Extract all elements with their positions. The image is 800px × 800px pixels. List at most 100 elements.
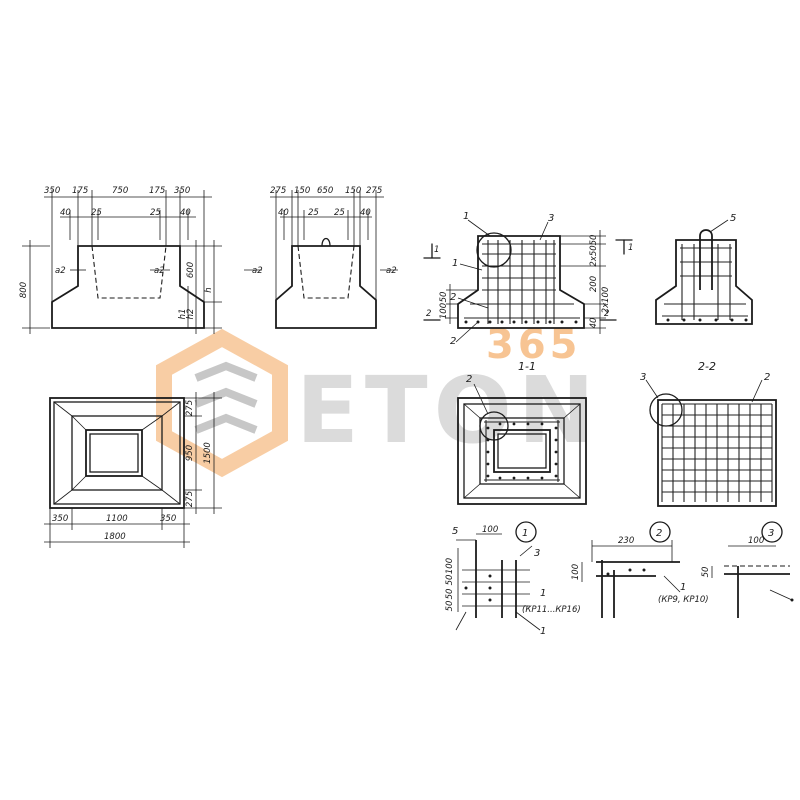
- side-dim-150-right: 150: [345, 186, 361, 196]
- watermark-logo-icon: [156, 328, 288, 478]
- detail-2-callout-1: 1: [680, 582, 686, 593]
- detail-3-marker: [761, 521, 783, 543]
- detail-marker-2-circle: [479, 411, 509, 441]
- front-dim-750: 750: [112, 186, 128, 196]
- side-a2-left: a2: [252, 266, 263, 276]
- rebar-callout-2-mid: 2: [450, 292, 456, 303]
- lifting-loop-icon: [321, 237, 331, 247]
- rebar-callout-3: 3: [548, 213, 554, 224]
- plan-view: 275 950 275 1500 350 1100 350 1800: [44, 392, 222, 548]
- detail-2-marker: [649, 521, 671, 543]
- detail-1-note: (КР11...КР16): [522, 605, 581, 615]
- plan-dim-950: 950: [185, 445, 195, 461]
- front-dim-h: h: [204, 287, 214, 292]
- rebar-callout-5: 5: [730, 213, 736, 224]
- front-dim-350-left: 350: [44, 186, 60, 196]
- watermark: ETON 365: [156, 322, 601, 478]
- watermark-brand: ETON: [296, 357, 601, 464]
- detail-3: 3 100 50: [701, 521, 794, 618]
- plan-rebar-2-2: 3 2: [640, 372, 777, 507]
- cut-mark-2-right: 2: [604, 309, 609, 319]
- detail-3-dim-50: 50: [701, 567, 711, 578]
- plan-rebar-callout-2: 2: [466, 374, 472, 385]
- detail-1-dim-50-c: 50: [445, 601, 455, 612]
- detail-1-callout-5: 5: [452, 526, 458, 537]
- side-dim-40-left: 40: [278, 208, 289, 218]
- plan-rebar-callout-3: 3: [640, 372, 646, 383]
- plan-dim-1500: 1500: [203, 442, 213, 464]
- detail-1-dim-100-v: 100: [445, 558, 455, 574]
- detail-1-dim-100: 100: [482, 525, 498, 535]
- detail-3-number: 3: [768, 528, 774, 539]
- front-view: 350 175 750 175 350 40 25 25 40 800 600 …: [19, 186, 222, 334]
- detail-1-number: 1: [522, 528, 528, 539]
- detail-marker-1-circle: [476, 232, 512, 268]
- front-dim-800: 800: [19, 282, 29, 298]
- detail-2: 2 230 100 1 (КР9, КР10): [571, 521, 709, 618]
- plan-dim-350-left: 350: [52, 514, 68, 524]
- detail-1-dim-50-a: 50: [445, 575, 455, 586]
- detail-2-dim-100: 100: [571, 564, 581, 580]
- rebar-dim-2x50: 2x50: [589, 245, 599, 266]
- side-view: 275 150 650 150 275 40 25 25 40 a2 a2: [244, 186, 398, 329]
- side-dim-150-left: 150: [294, 186, 310, 196]
- rebar-dim-50: 50: [589, 235, 599, 246]
- rebar-callout-1-top: 1: [463, 211, 469, 222]
- detail-1: 1 100 100 50 50 50 5 3 1 1 (КР11...КР16): [445, 521, 581, 637]
- rebar-dim-40: 40: [589, 318, 599, 329]
- plan-dim-1100: 1100: [106, 514, 128, 524]
- detail-1-callout-1a: 1: [540, 588, 546, 599]
- front-a2-right: a2: [154, 266, 165, 276]
- rebar-dim-left-50: 50: [439, 292, 449, 303]
- side-dim-275-left: 275: [270, 186, 286, 196]
- side-a2-right: a2: [386, 266, 397, 276]
- rebar-dim-2x100: 2x100: [601, 287, 611, 314]
- plan-dim-350-right: 350: [160, 514, 176, 524]
- rebar-callout-2-bottom: 2: [450, 336, 456, 347]
- cut-mark-2-left: 2: [426, 309, 431, 319]
- detail-2-note: (КР9, КР10): [658, 595, 709, 605]
- detail-3-dim-100: 100: [748, 536, 764, 546]
- rebar-dim-200: 200: [589, 276, 599, 292]
- front-a2-left: a2: [55, 266, 66, 276]
- front-dim-25-right: 25: [150, 208, 161, 218]
- rebar-dim-left-100: 100: [439, 303, 449, 319]
- rebar-callout-1-mid: 1: [452, 258, 458, 269]
- detail-2-dim-230: 230: [618, 536, 634, 546]
- front-dim-h1: h1: [178, 309, 188, 320]
- plan-rebar-callout-2-right: 2: [764, 372, 770, 383]
- front-dim-40-left: 40: [60, 208, 71, 218]
- cut-mark-1-left: 1: [434, 245, 439, 255]
- detail-2-number: 2: [656, 528, 662, 539]
- front-dim-40-right: 40: [180, 208, 191, 218]
- detail-1-marker: [515, 521, 537, 543]
- detail-1-dim-50-b: 50: [445, 589, 455, 600]
- side-dim-650: 650: [317, 186, 333, 196]
- front-dim-350-right: 350: [174, 186, 190, 196]
- lifting-loop-rebar-icon: [699, 229, 713, 290]
- plan-dim-275-bottom: 275: [185, 491, 195, 507]
- front-dim-175-right: 175: [149, 186, 165, 196]
- front-dim-h2: h2: [186, 309, 196, 320]
- cut-mark-1-right: 1: [628, 243, 633, 253]
- side-dim-275-right: 275: [366, 186, 382, 196]
- detail-1-callout-1b: 1: [540, 626, 546, 637]
- rebar-mesh: [661, 403, 773, 502]
- rebar-side-view: 5: [655, 213, 753, 325]
- plan-dim-275-top: 275: [185, 400, 195, 416]
- side-dim-40-right: 40: [360, 208, 371, 218]
- front-dim-25-left: 25: [91, 208, 102, 218]
- front-dim-600: 600: [186, 262, 196, 278]
- side-dim-25-right: 25: [334, 208, 345, 218]
- watermark-number: 365: [486, 322, 582, 368]
- detail-1-callout-3: 3: [534, 548, 540, 559]
- plan-rebar-1-1: 2: [457, 374, 587, 505]
- section-title-1-1: 1-1: [518, 360, 536, 373]
- detail-marker-3-circle: [649, 393, 683, 427]
- front-dim-175-left: 175: [72, 186, 88, 196]
- side-dim-25-left: 25: [308, 208, 319, 218]
- section-title-2-2: 2-2: [698, 360, 716, 373]
- plan-dim-1800: 1800: [104, 532, 126, 542]
